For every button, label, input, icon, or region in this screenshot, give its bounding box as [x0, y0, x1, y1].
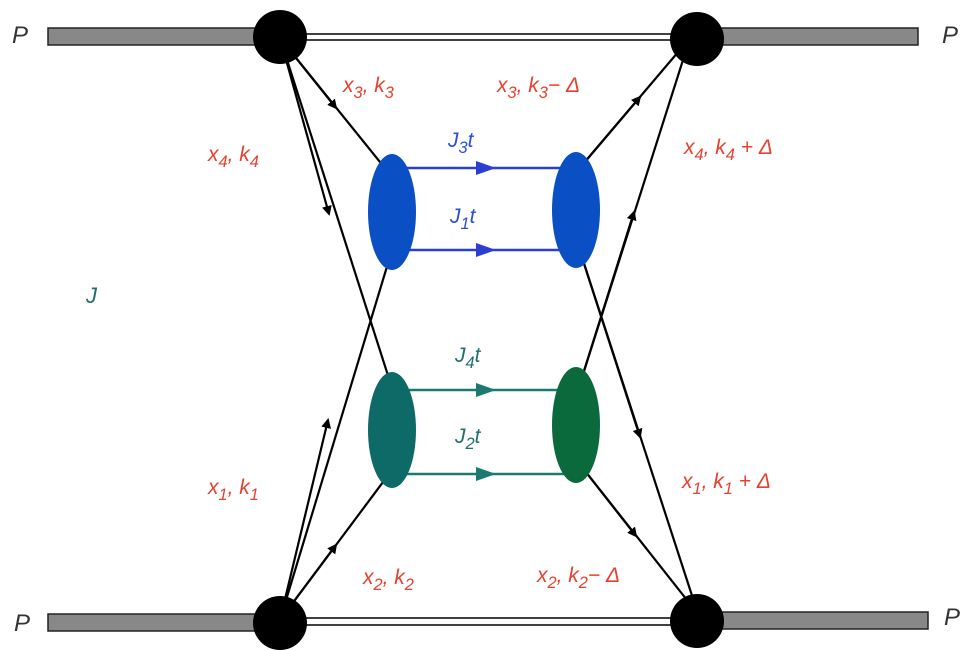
parton-line-x4-delta-arrow	[576, 210, 637, 391]
blob-lower-left	[368, 372, 416, 488]
label-x3-k3: x3, k3	[343, 74, 394, 102]
label-x2-k2: x2, k2	[363, 566, 414, 594]
proton-bar-top-right	[697, 27, 919, 46]
label-x1-k1: x1, k1	[208, 476, 259, 504]
current-lines	[398, 161, 572, 481]
current-line-j1t-arrow	[476, 243, 496, 257]
vertex-bottom-right	[670, 594, 724, 648]
vertex-bottom-left	[253, 596, 307, 650]
parton-line-x1	[278, 249, 394, 621]
parton-line-x4	[278, 37, 394, 389]
center-label: J	[86, 283, 97, 308]
current-line-j2t-arrow	[476, 467, 496, 481]
label-j3t: J3t	[448, 129, 474, 157]
current-line-j4t-arrow	[476, 383, 496, 397]
parton-line-x1-delta-arrow	[576, 244, 643, 439]
label-x3-k3-delta: x3, k3− Δ	[497, 74, 581, 102]
vertex-top-right	[670, 12, 724, 66]
label-j4t: J4t	[455, 344, 481, 372]
proton-label-top-right: P	[942, 22, 959, 49]
proton-label-bottom-left: P	[14, 610, 31, 637]
label-x4-k4: x4, k4	[208, 143, 259, 171]
spectator-line-top	[280, 33, 698, 41]
proton-label-bottom-right: P	[944, 604, 961, 631]
current-line-j3t-arrow	[476, 161, 496, 175]
parton-line-x3-delta-arrow	[577, 95, 642, 171]
vertex-top-left	[253, 10, 307, 64]
blob-upper-right	[552, 152, 600, 268]
label-x1-k1-delta: x1, k1 + Δ	[682, 470, 771, 498]
proton-bar-top-left	[47, 27, 281, 46]
blob-upper-left	[368, 154, 416, 270]
spectator-line-bottom	[280, 617, 698, 626]
parton-line-x4-arrow	[278, 37, 332, 216]
label-j1t: J1t	[450, 205, 476, 233]
proton-label-top-left: P	[12, 22, 29, 49]
label-j2t: J2t	[455, 425, 481, 453]
label-x4-k4-delta: x4, k4 + Δ	[684, 136, 773, 164]
proton-bar-bottom-right	[697, 611, 929, 630]
label-x2-k2-delta: x2, k2− Δ	[537, 564, 621, 592]
blob-lower-right	[552, 367, 600, 483]
proton-bar-bottom-left	[47, 613, 281, 632]
parton-line-x1-arrow	[278, 418, 331, 621]
